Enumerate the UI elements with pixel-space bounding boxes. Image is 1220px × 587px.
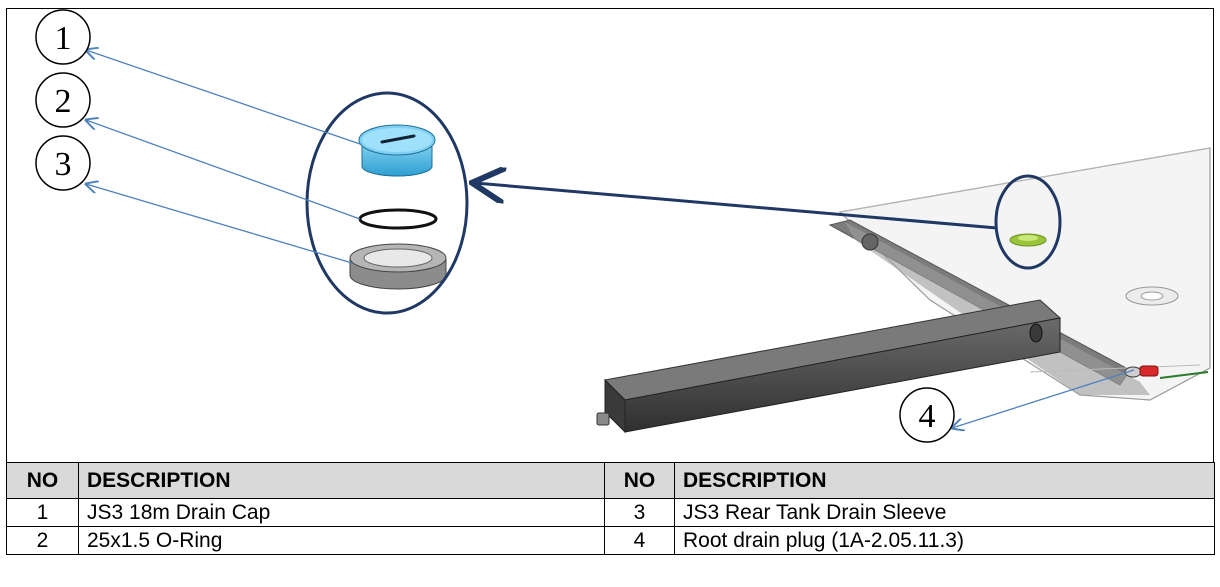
- callout-label: 3: [55, 146, 72, 183]
- part-description: JS3 18m Drain Cap: [78, 498, 605, 527]
- leader-line-2: [86, 120, 361, 220]
- leader-line-4: [952, 369, 1135, 428]
- part-number: 2: [6, 526, 79, 555]
- callout-label: 2: [55, 83, 72, 120]
- root-drain-plug: [1124, 365, 1209, 379]
- o-ring: [358, 208, 438, 230]
- wing-drain-diagram: 1 2 3 4: [35, 9, 1211, 443]
- parts-table: NO DESCRIPTION NO DESCRIPTION 1 JS3 18m …: [6, 462, 1215, 555]
- exploded-view-outline: [305, 91, 469, 315]
- part-description: 25x1.5 O-Ring: [78, 526, 605, 555]
- callout-2: 2: [35, 72, 91, 128]
- part-description: JS3 Rear Tank Drain Sleeve: [674, 498, 1215, 527]
- part-description: Root drain plug (1A-2.05.11.3): [674, 526, 1215, 555]
- drain-hole: [1009, 233, 1047, 247]
- callout-label: 4: [919, 398, 936, 435]
- leader-line-3: [86, 184, 353, 264]
- callout-1: 1: [35, 9, 91, 65]
- detail-arrow: [475, 183, 998, 230]
- drain-location-outline: [994, 174, 1062, 270]
- header-description: DESCRIPTION: [674, 462, 1215, 499]
- part-number: 1: [6, 498, 79, 527]
- root-washer: [1125, 286, 1179, 306]
- table-row: 1 JS3 18m Drain Cap 3 JS3 Rear Tank Drai…: [6, 498, 1215, 527]
- drain-sleeve: [349, 243, 447, 290]
- table-header-row: NO DESCRIPTION NO DESCRIPTION: [6, 462, 1215, 499]
- header-no: NO: [6, 462, 79, 499]
- leader-line-1: [86, 50, 361, 145]
- table-row: 2 25x1.5 O-Ring 4 Root drain plug (1A-2.…: [6, 526, 1215, 555]
- wing-spar: [596, 299, 1062, 434]
- header-no: NO: [604, 462, 675, 499]
- drain-cap: [358, 124, 436, 177]
- figure-frame: [6, 8, 1214, 462]
- callout-4: 4: [899, 387, 955, 443]
- header-description: DESCRIPTION: [78, 462, 605, 499]
- part-number: 4: [604, 526, 675, 555]
- callout-label: 1: [55, 20, 72, 57]
- part-number: 3: [604, 498, 675, 527]
- callout-3: 3: [35, 135, 91, 191]
